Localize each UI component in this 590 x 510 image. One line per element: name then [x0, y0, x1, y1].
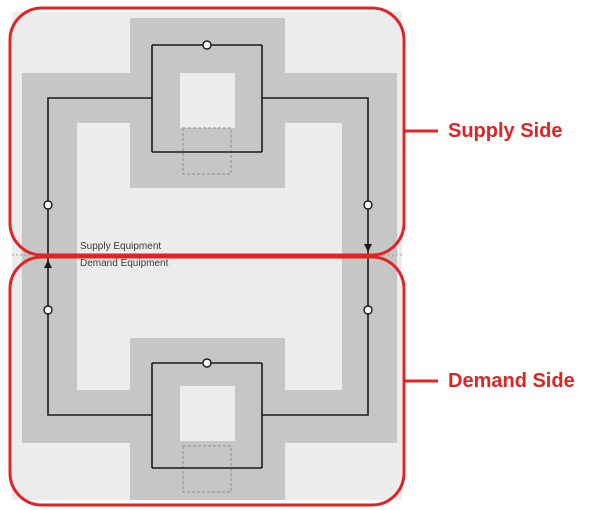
- supply-side-callout: Supply Side: [448, 120, 563, 142]
- demand-equipment-label: Demand Equipment: [80, 258, 169, 269]
- supply-equipment-slot: [182, 127, 232, 175]
- demand-left-node[interactable]: [43, 305, 53, 315]
- demand-right-node[interactable]: [363, 305, 373, 315]
- supply-right-node[interactable]: [363, 200, 373, 210]
- demand-equipment-slot: [182, 445, 232, 493]
- demand-side-callout: Demand Side: [448, 370, 575, 392]
- supply-branch-inner: [180, 73, 235, 128]
- flow-down-arrow-icon: [364, 244, 372, 252]
- flow-up-arrow-icon: [44, 260, 52, 268]
- supply-equipment-label: Supply Equipment: [80, 241, 162, 252]
- demand-branch-node[interactable]: [202, 358, 212, 368]
- demand-branch-inner: [180, 386, 235, 441]
- supply-branch-node[interactable]: [202, 40, 212, 50]
- supply-left-node[interactable]: [43, 200, 53, 210]
